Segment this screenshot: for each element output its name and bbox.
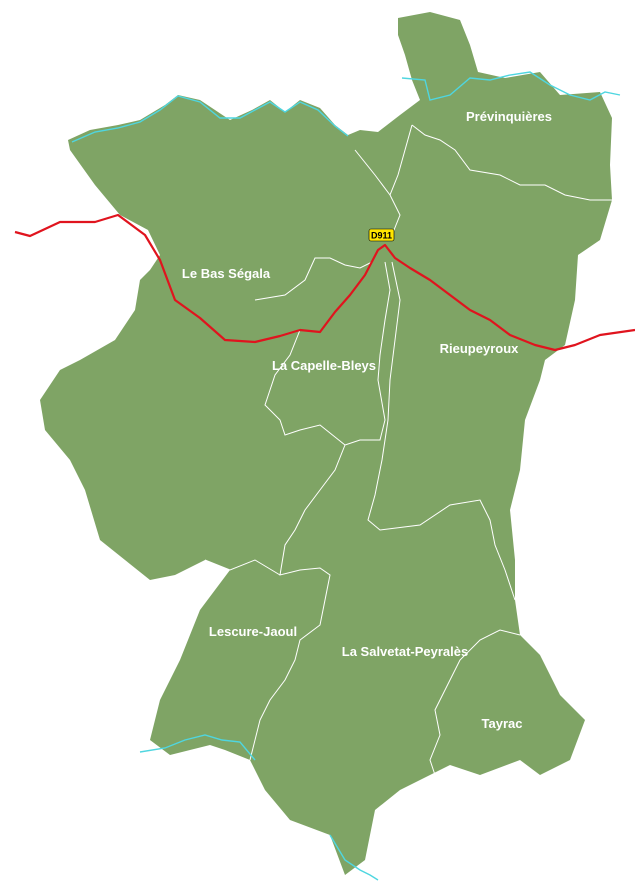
border-tayrac xyxy=(429,629,521,776)
label-la-capelle-bleys: La Capelle-Bleys xyxy=(272,358,376,373)
land-area xyxy=(40,12,612,875)
label-rieupeyroux: Rieupeyroux xyxy=(440,341,520,356)
border-previnquieres-west xyxy=(389,124,413,236)
label-la-salvetat-peyrales: La Salvetat-Peyralès xyxy=(342,644,468,659)
label-previnquieres: Prévinquières xyxy=(466,109,552,124)
river-south xyxy=(329,834,379,881)
border-rieupeyroux-inner xyxy=(367,261,516,601)
rivers xyxy=(71,71,621,881)
road-d911 xyxy=(14,213,635,352)
commune-borders xyxy=(204,124,612,776)
border-capelle-north xyxy=(254,257,373,301)
label-tayrac: Tayrac xyxy=(482,716,523,731)
river-southwest xyxy=(139,734,256,761)
road-badge: D911 xyxy=(368,228,395,242)
border-north-vertical xyxy=(354,149,391,196)
border-capelle-east xyxy=(344,261,391,446)
river-northeast xyxy=(401,71,621,101)
road-badge-label: D911 xyxy=(371,231,392,241)
label-le-bas-segala: Le Bas Ségala xyxy=(182,266,271,281)
river-north xyxy=(71,95,349,143)
border-salvetat-west xyxy=(249,444,346,761)
border-lescure-north xyxy=(204,559,281,576)
border-capelle-west xyxy=(264,329,346,446)
border-previnquieres xyxy=(411,124,612,201)
label-lescure-jaoul: Lescure-Jaoul xyxy=(209,624,297,639)
